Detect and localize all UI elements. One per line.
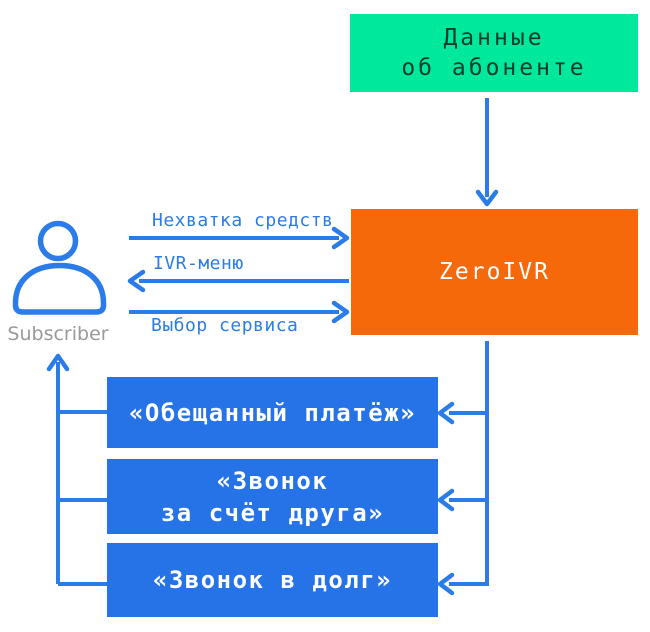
arrow-data-to-zeroivr: [475, 98, 499, 207]
node-service-promised-payment: «Обещанный платёж»: [107, 377, 438, 448]
edge-label-service-choice: Выбор сервиса: [151, 315, 299, 336]
service-label: «Звонок в долг»: [152, 566, 393, 594]
service-label-line1: «Звонок: [216, 466, 329, 495]
node-subscriber-data-line1: Данные: [443, 25, 545, 51]
connector-services-to-subscriber: [46, 353, 108, 586]
service-label: «Обещанный платёж»: [128, 398, 417, 427]
edge-label-lack-of-funds: Нехватка средств: [152, 210, 334, 231]
service-label-line2: за счёт друга»: [160, 498, 385, 527]
node-zeroivr-label: ZeroIVR: [439, 259, 550, 285]
node-service-call-on-credit: «Звонок в долг»: [107, 543, 438, 617]
subscriber-label: Subscriber: [7, 323, 109, 345]
node-zeroivr: ZeroIVR: [351, 209, 638, 335]
subscriber-icon: [12, 220, 107, 315]
arrow-lack-of-funds: [129, 226, 350, 250]
node-subscriber-data: Данные об абоненте: [350, 14, 638, 92]
node-service-call-at-friends-expense: «Звонок за счёт друга»: [107, 459, 438, 534]
node-subscriber-data-line2: об абоненте: [401, 55, 587, 81]
arrow-ivr-menu: [127, 269, 349, 293]
edge-label-ivr-menu: IVR-меню: [153, 253, 244, 274]
connector-zeroivr-to-services: [437, 341, 489, 596]
